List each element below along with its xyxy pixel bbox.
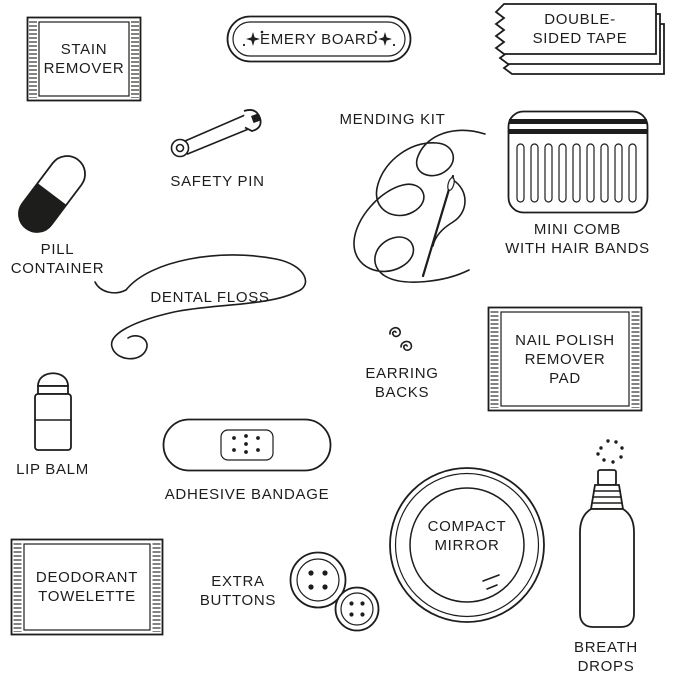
label-line: REMOVER — [524, 350, 606, 368]
adhesive-bandage-item: ADHESIVE BANDAGE — [152, 418, 342, 504]
label-line: DROPS — [577, 658, 635, 675]
lip-balm-label: LIP BALM — [10, 460, 95, 479]
earring-backs-label: EARRING BACKS — [352, 364, 452, 402]
dental-floss-item: DENTAL FLOSS — [88, 246, 320, 368]
mini-comb-icon — [507, 110, 648, 214]
label-line: EXTRA — [211, 573, 265, 590]
label-line: COMPACT — [427, 518, 507, 535]
label-line: SAFETY PIN — [170, 173, 265, 190]
stain-remover-label: STAIN REMOVER — [26, 16, 142, 102]
label-line: MIRROR — [434, 537, 500, 554]
compact-mirror-label: COMPACT MIRROR — [387, 465, 547, 625]
emery-board-item: EMERY BOARD — [226, 15, 412, 63]
label-line: MENDING KIT — [339, 111, 446, 128]
extra-buttons-label: EXTRA BUTTONS — [188, 572, 288, 610]
label-line: DEODORANT — [35, 569, 139, 586]
label-line: PILL — [40, 241, 75, 258]
pill-container-icon — [11, 155, 86, 240]
label-line: BREATH — [574, 639, 638, 656]
label-line: BUTTONS — [199, 592, 277, 609]
nail-polish-pad-item: NAIL POLISH REMOVER PAD — [487, 306, 643, 412]
label-line: DENTAL FLOSS — [150, 289, 270, 306]
lip-balm-item: LIP BALM — [10, 356, 95, 479]
label-line: EARRING — [365, 365, 439, 382]
safety-pin-label: SAFETY PIN — [160, 172, 275, 191]
earring-backs-item: EARRING BACKS — [352, 324, 452, 402]
safety-pin-item: SAFETY PIN — [160, 104, 275, 191]
emery-board-icon — [226, 15, 412, 63]
extra-buttons-item: EXTRA BUTTONS — [188, 548, 388, 638]
label-line: SIDED TAPE — [532, 30, 628, 47]
compact-mirror-item: COMPACT MIRROR — [387, 465, 547, 625]
mini-comb-item: MINI COMB WITH HAIR BANDS — [490, 110, 665, 258]
compact-mirror-icon — [389, 467, 545, 623]
double-sided-tape-icon — [494, 3, 665, 75]
nail-polish-pad-icon — [487, 306, 643, 412]
label-line: TOWELETTE — [38, 588, 136, 605]
label-line: ADHESIVE BANDAGE — [164, 486, 330, 503]
stain-remover-icon — [26, 16, 142, 102]
label-line: WITH HAIR BANDS — [505, 240, 650, 257]
label-line: PAD — [549, 369, 581, 387]
earring-backs-icon — [389, 326, 413, 351]
label-line: LIP BALM — [16, 461, 89, 478]
mending-kit-item: MENDING KIT — [325, 110, 505, 310]
breath-drops-icon — [579, 439, 635, 628]
stain-remover-item: STAIN REMOVER — [26, 16, 142, 102]
adhesive-bandage-icon — [162, 418, 332, 472]
label-line: NAIL POLISH — [515, 331, 615, 349]
deodorant-towelette-label: DEODORANT TOWELETTE — [10, 538, 164, 636]
extra-buttons-icon — [289, 551, 380, 632]
lip-balm-icon — [33, 372, 72, 451]
label-line: MINI COMB — [533, 221, 622, 238]
mini-comb-label: MINI COMB WITH HAIR BANDS — [490, 220, 665, 258]
label-line: REMOVER — [43, 60, 125, 77]
dental-floss-icon — [94, 254, 307, 360]
pill-container-label: PILL CONTAINER — [0, 240, 115, 278]
breath-drops-item: BREATH DROPS — [556, 432, 656, 676]
nail-polish-pad-label: NAIL POLISH REMOVER PAD — [487, 306, 643, 412]
label-line: BACKS — [374, 384, 430, 401]
emery-board-label: EMERY BOARD — [226, 15, 412, 63]
mending-kit-icon — [353, 129, 486, 283]
dental-floss-label: DENTAL FLOSS — [140, 288, 280, 307]
deodorant-towelette-item: DEODORANT TOWELETTE — [10, 538, 164, 636]
double-sided-tape-label: DOUBLE- SIDED TAPE — [504, 6, 656, 52]
breath-drops-label: BREATH DROPS — [556, 638, 656, 676]
label-line: CONTAINER — [10, 260, 105, 277]
pill-container-item: PILL CONTAINER — [0, 148, 115, 278]
mending-kit-label: MENDING KIT — [325, 110, 460, 129]
label-line: EMERY BOARD — [259, 30, 378, 48]
adhesive-bandage-label: ADHESIVE BANDAGE — [152, 485, 342, 504]
double-sided-tape-item: DOUBLE- SIDED TAPE — [470, 0, 670, 80]
label-line: STAIN — [60, 41, 108, 58]
deodorant-towelette-icon — [10, 538, 164, 636]
label-line: DOUBLE- — [544, 11, 616, 28]
safety-pin-icon — [170, 109, 262, 158]
